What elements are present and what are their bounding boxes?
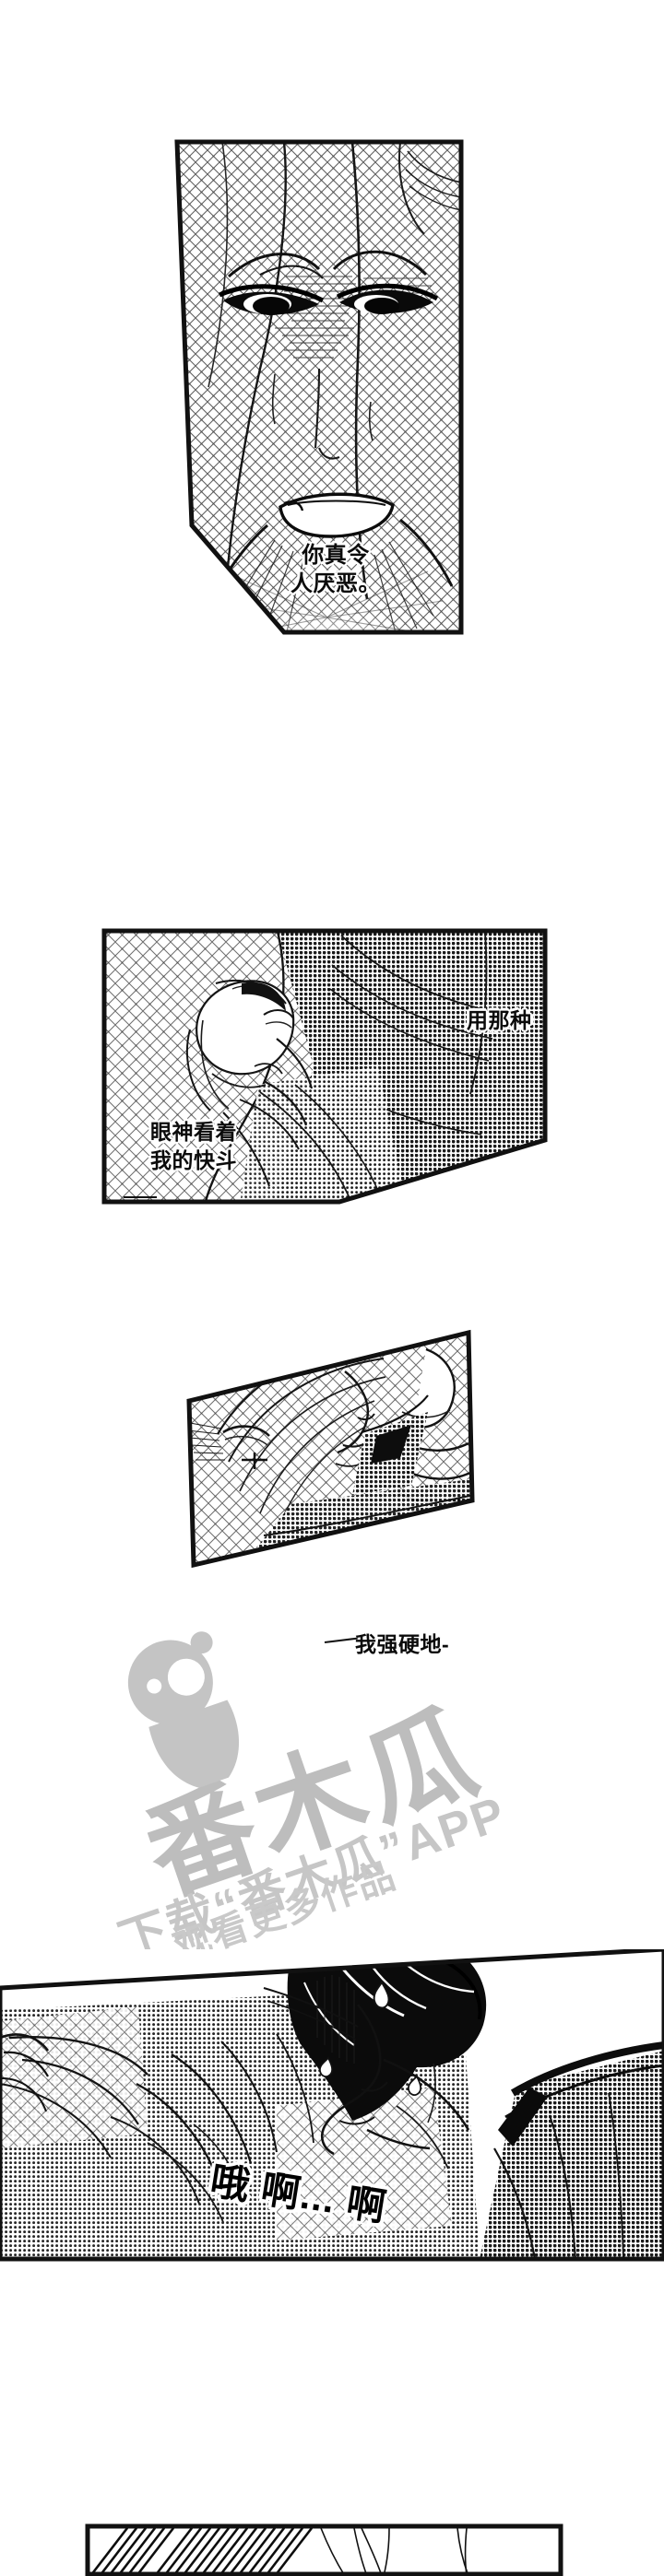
panel-3-border	[186, 1329, 475, 1569]
panel-3-artwork	[186, 1329, 475, 1569]
panel-2-figure-on-floor	[101, 928, 548, 1205]
narration-panel3: 我强硬地-	[355, 1632, 450, 1656]
panel-3-tilted-closeup	[181, 1323, 476, 1572]
panel-5-bottom-sliver	[85, 2521, 564, 2576]
panel-2-artwork	[101, 928, 548, 1205]
speech-panel1: 你真令 人厌恶。	[290, 543, 381, 596]
narration-panel2-left: 眼神看着 我的快斗	[150, 1120, 237, 1173]
narration-panel2-leader	[124, 1196, 157, 1198]
watermark-brand: 番木瓜	[131, 1689, 496, 1917]
watermark-mascot-icon	[127, 1631, 240, 1788]
narration-panel3-leader	[324, 1637, 358, 1643]
panel-4-sweating-man: 哦 啊... 啊	[0, 1949, 664, 2263]
panel-4-border	[0, 1949, 664, 2262]
narration-panel2-right: 用那种	[467, 1008, 532, 1032]
panel-4-artwork	[0, 1949, 664, 2262]
panel-1-closeup-angry-face: 你真令 人厌恶。	[172, 138, 465, 636]
panel-1-border	[174, 139, 464, 635]
panel-1-artwork	[174, 139, 464, 635]
panel-5-border	[85, 2523, 563, 2576]
panel-2-border	[101, 928, 548, 1205]
watermark-download-line: 下载“番木瓜”APP	[113, 1786, 514, 1970]
panel-5-artwork	[85, 2521, 564, 2576]
